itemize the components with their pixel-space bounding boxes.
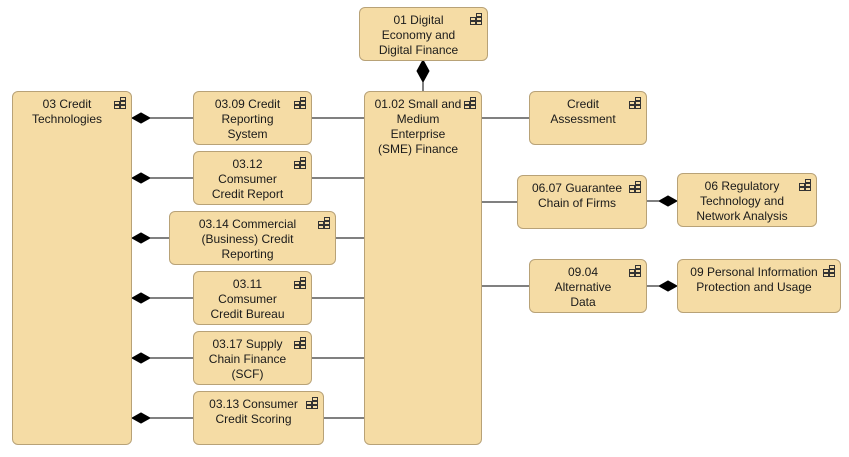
node-label: 01.02 Small and Medium Enterprise (SME) … bbox=[374, 97, 462, 156]
node-label: 03.13 Consumer Credit Scoring bbox=[209, 397, 298, 426]
node-0607-guarantee-chain[interactable]: 06.07 Guarantee Chain of Firms bbox=[517, 175, 647, 229]
diamond-icon bbox=[130, 292, 152, 304]
diamond-icon bbox=[130, 352, 152, 364]
composition-icon bbox=[629, 181, 641, 193]
node-0311-consumer-credit-bureau[interactable]: 03.11 Comsumer Credit Bureau bbox=[193, 271, 312, 325]
node-0313-consumer-credit-scoring[interactable]: 03.13 Consumer Credit Scoring bbox=[193, 391, 324, 445]
composition-icon bbox=[318, 217, 330, 229]
node-06-regulatory-technology[interactable]: 06 Regulatory Technology and Network Ana… bbox=[677, 173, 817, 227]
node-label: 06 Regulatory Technology and Network Ana… bbox=[696, 179, 788, 223]
node-label: 03.12 Comsumer Credit Report bbox=[211, 157, 284, 201]
node-label: 09.04 Alternative Data bbox=[554, 265, 612, 309]
node-0312-consumer-credit-report[interactable]: 03.12 Comsumer Credit Report bbox=[193, 151, 312, 205]
diamond-icon bbox=[657, 280, 679, 292]
diamond-icon bbox=[657, 195, 679, 207]
node-01-digital-economy[interactable]: 01 Digital Economy and Digital Finance bbox=[359, 7, 488, 61]
composition-icon bbox=[470, 13, 482, 25]
diamond-icon bbox=[130, 232, 152, 244]
node-0309-credit-reporting-system[interactable]: 03.09 Credit Reporting System bbox=[193, 91, 312, 145]
node-0317-supply-chain-finance[interactable]: 03.17 Supply Chain Finance (SCF) bbox=[193, 331, 312, 385]
node-label: 03.14 Commercial (Business) Credit Repor… bbox=[198, 217, 297, 261]
node-label: Credit Assessment bbox=[550, 97, 616, 126]
node-label: 03.09 Credit Reporting System bbox=[214, 97, 281, 141]
node-03-credit-technologies[interactable]: 03 Credit Technologies bbox=[12, 91, 132, 445]
composition-icon bbox=[629, 265, 641, 277]
composition-icon bbox=[306, 397, 318, 409]
composition-icon bbox=[629, 97, 641, 109]
node-label: 03 Credit Technologies bbox=[31, 97, 103, 126]
node-label: 06.07 Guarantee Chain of Firms bbox=[531, 181, 623, 210]
node-0102-sme-finance[interactable]: 01.02 Small and Medium Enterprise (SME) … bbox=[364, 91, 482, 445]
diamond-icon bbox=[416, 58, 430, 84]
diamond-icon bbox=[130, 172, 152, 184]
composition-icon bbox=[799, 179, 811, 191]
node-0904-alternative-data[interactable]: 09.04 Alternative Data bbox=[529, 259, 647, 313]
connectors bbox=[150, 80, 659, 419]
node-label: 03.11 Comsumer Credit Bureau bbox=[210, 277, 285, 321]
diamond-icon bbox=[130, 412, 152, 424]
composition-icon bbox=[294, 277, 306, 289]
composition-icon bbox=[464, 97, 476, 109]
diamond-icon bbox=[130, 112, 152, 124]
node-09-personal-information[interactable]: 09 Personal Information Protection and U… bbox=[677, 259, 841, 313]
composition-icon bbox=[823, 265, 835, 277]
composition-icon bbox=[294, 157, 306, 169]
composition-icon bbox=[294, 97, 306, 109]
node-credit-assessment[interactable]: Credit Assessment bbox=[529, 91, 647, 145]
composition-icon bbox=[294, 337, 306, 349]
node-label: 03.17 Supply Chain Finance (SCF) bbox=[208, 337, 287, 381]
node-label: 09 Personal Information Protection and U… bbox=[690, 265, 818, 294]
node-0314-commercial-credit-reporting[interactable]: 03.14 Commercial (Business) Credit Repor… bbox=[169, 211, 336, 265]
composition-icon bbox=[114, 97, 126, 109]
node-label: 01 Digital Economy and Digital Finance bbox=[378, 13, 459, 57]
